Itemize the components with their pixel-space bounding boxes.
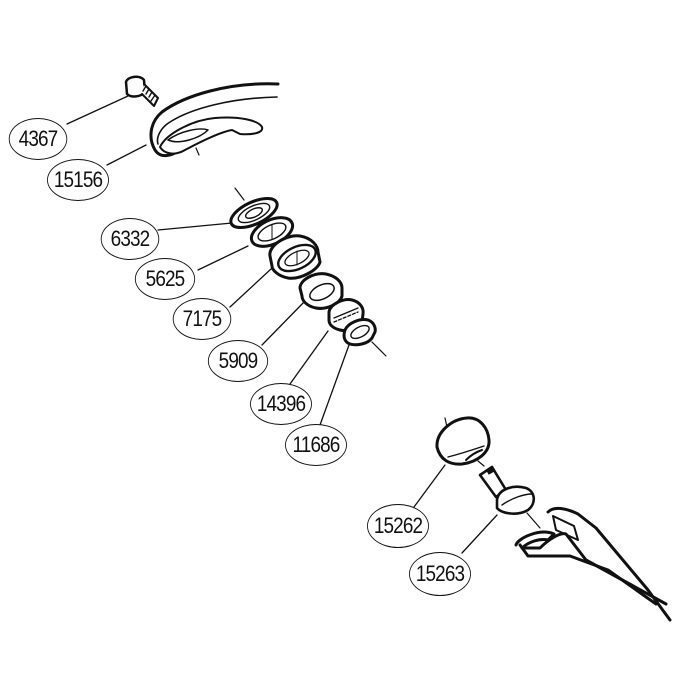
bearing-7175-icon [268,234,322,280]
part-label-15156: 15156 [47,159,109,201]
lever-arm-icon [514,506,672,622]
washer-6332-icon [229,187,279,230]
part-label-7175: 7175 [172,298,232,340]
handle-arm-15156-icon [149,82,280,158]
part-label-11686: 11686 [285,424,347,466]
part-label-5909: 5909 [207,340,269,382]
part-label-6332: 6332 [100,218,160,260]
knob-15262-icon [435,416,491,466]
screw-4367-icon [124,75,159,107]
washer-11686-icon [342,318,387,357]
part-label-4367: 4367 [8,118,68,160]
part-label-15263: 15263 [409,552,471,596]
collar-5909-icon [298,272,344,310]
part-label-5625: 5625 [134,258,196,300]
part-label-14396: 14396 [250,383,312,425]
leader-lines [66,95,498,554]
knob-shaft-15263-icon [477,460,541,529]
part-label-15262: 15262 [367,504,429,548]
